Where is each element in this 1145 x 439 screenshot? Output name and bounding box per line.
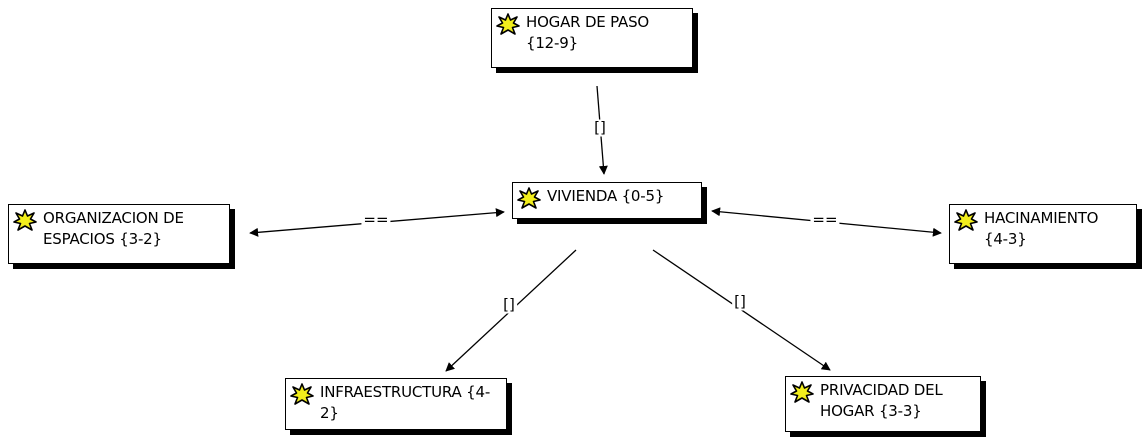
node-vivienda[interactable]: VIVIENDA {0-5}: [512, 182, 702, 219]
starburst-node-icon: [13, 209, 37, 231]
edge-label-vivienda-privacidad: []: [732, 292, 748, 311]
starburst-node-icon: [790, 381, 814, 403]
node-label: HACINAMIENTO {4-3}: [984, 209, 1099, 248]
node-label: INFRAESTRUCTURA {4-2}: [320, 383, 491, 422]
starburst-node-icon: [290, 383, 314, 405]
node-infraestructura[interactable]: INFRAESTRUCTURA {4-2}: [285, 378, 507, 430]
edge-label-vivienda-infraestructura: []: [501, 295, 517, 314]
starburst-node-icon: [496, 13, 520, 35]
node-label: PRIVACIDAD DEL HOGAR {3-3}: [820, 381, 943, 420]
node-label: HOGAR DE PASO {12-9}: [526, 13, 650, 52]
starburst-node-icon: [517, 187, 541, 209]
node-hacinamiento[interactable]: HACINAMIENTO {4-3}: [949, 204, 1137, 264]
node-hogar-de-paso[interactable]: HOGAR DE PASO {12-9}: [491, 8, 693, 68]
edge-label-vivienda-organizacion: ==: [361, 210, 391, 229]
node-label: ORGANIZACION DE ESPACIOS {3-2}: [43, 209, 184, 248]
edge-label-hogar-vivienda: []: [592, 118, 608, 137]
node-organizacion-de-espacios[interactable]: ORGANIZACION DE ESPACIOS {3-2}: [8, 204, 230, 264]
edge-label-vivienda-hacinamiento: ==: [810, 210, 840, 229]
node-privacidad-del-hogar[interactable]: PRIVACIDAD DEL HOGAR {3-3}: [785, 376, 981, 432]
node-label: VIVIENDA {0-5}: [547, 187, 665, 205]
starburst-node-icon: [954, 209, 978, 231]
